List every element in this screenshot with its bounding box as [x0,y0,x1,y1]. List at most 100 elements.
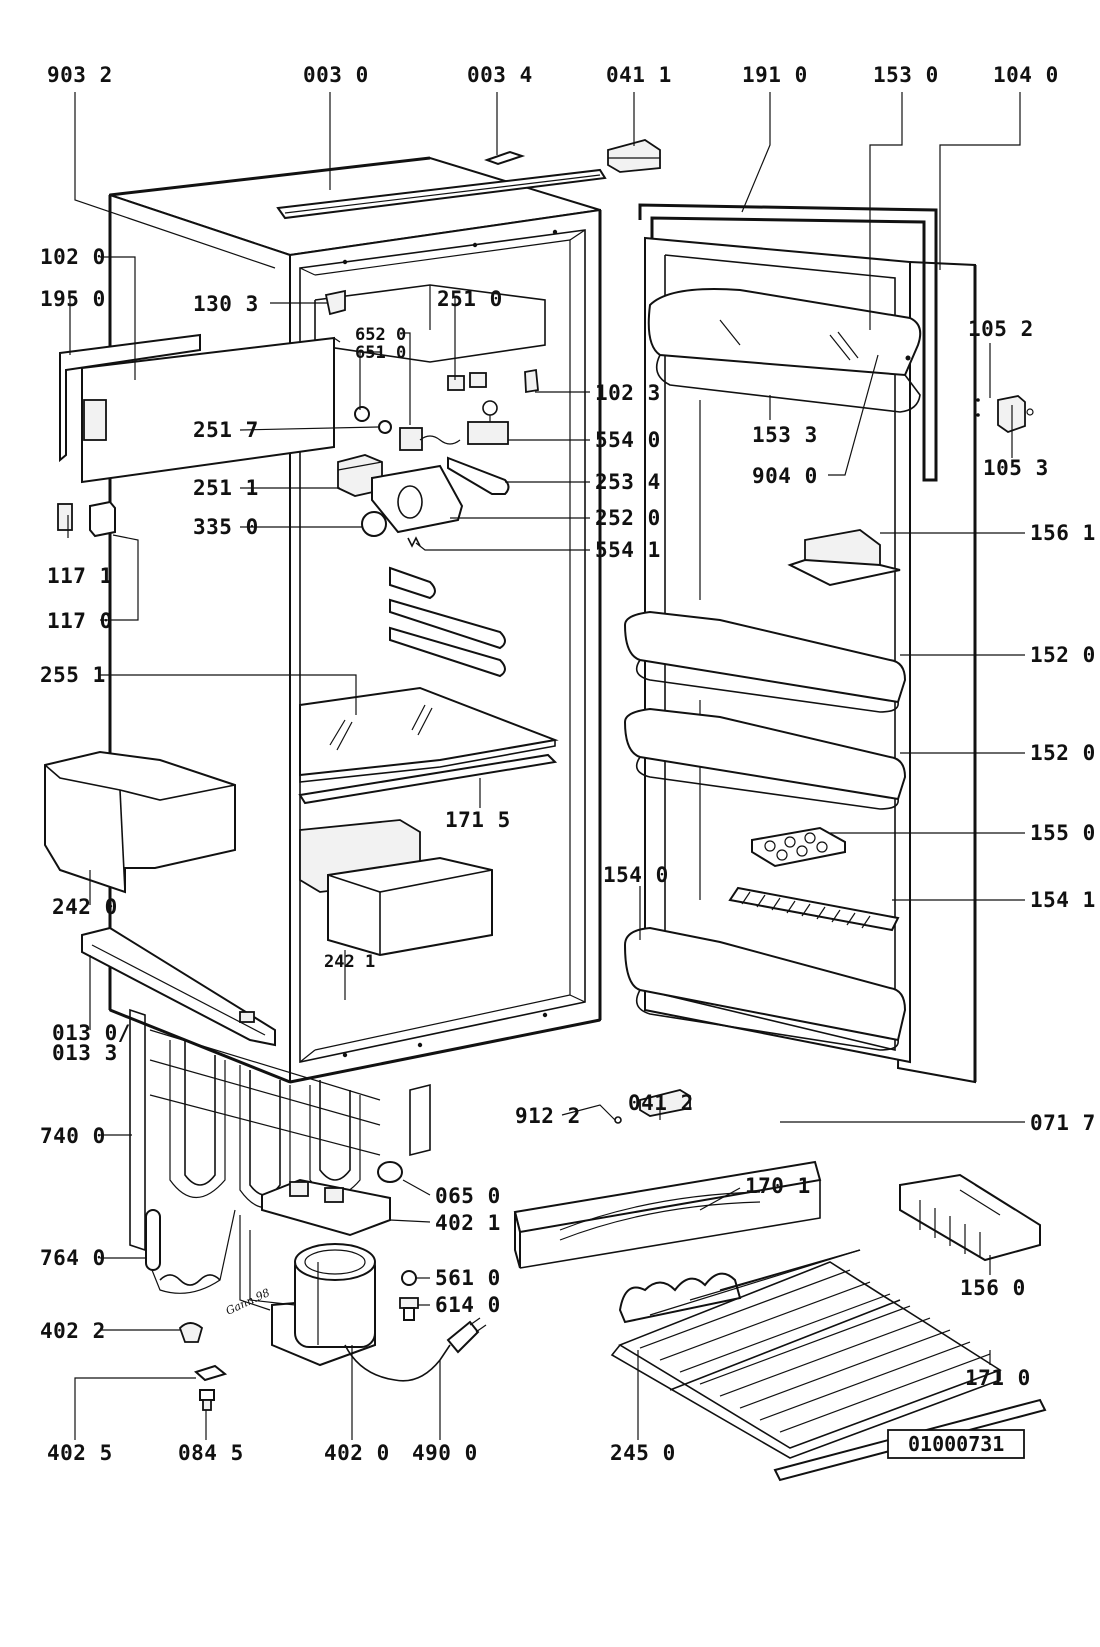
label-242-1: 242 1 [324,952,375,972]
bottle-holder-insert [618,1272,742,1324]
hinge-cover [89,500,116,538]
label-152-0-upper: 152 0 [1030,643,1096,667]
label-013-3: 013 3 [52,1041,118,1065]
clip-plate [194,1364,228,1382]
clip [407,536,421,548]
label-255-1: 255 1 [40,663,106,687]
power-cord-plug [344,1317,487,1382]
bottle-retainer-rack [728,886,900,932]
document-number: 01000731 [908,1432,1004,1456]
compressor-mount-bracket [261,1178,391,1237]
door-bottle-shelf [623,926,907,1051]
label-071-7: 071 7 [1030,1111,1096,1135]
label-652-0: 652 0 [355,325,406,345]
switch-block [447,375,465,391]
butter-dish [787,529,901,587]
lower-hinge [639,1089,691,1117]
label-152-0-lower: 152 0 [1030,741,1096,765]
switch-block-2 [469,372,487,388]
label-013-0: 013 0/ [52,1021,131,1045]
label-171-5: 171 5 [445,808,511,832]
label-554-0: 554 0 [595,428,661,452]
label-102-0: 102 0 [40,245,106,269]
rubber-grommet [178,1322,204,1343]
label-402-0: 402 0 [324,1441,390,1465]
label-170-1: 170 1 [745,1174,811,1198]
compressor [239,1215,376,1367]
shelf-runners [389,566,506,678]
drier-filter-and-capillary [145,1209,236,1294]
label-740-0: 740 0 [40,1124,106,1148]
control-knob [361,511,387,537]
crisper-drawer-outer [44,750,236,894]
label-251-0: 251 0 [437,287,503,311]
door-outer-panel [896,260,977,1084]
ring [378,420,392,434]
label-tab [324,289,346,316]
label-335-0: 335 0 [193,515,259,539]
label-554-1: 554 1 [595,538,661,562]
control-housing [371,464,464,534]
base-grille-cover [513,1160,822,1269]
label-105-3: 105 3 [983,456,1049,480]
label-153-0: 153 0 [873,63,939,87]
label-105-2: 105 2 [968,317,1034,341]
label-651-0: 651 0 [355,343,406,363]
label-195-0: 195 0 [40,287,106,311]
top-hinge [607,139,661,173]
condenser-coil [129,1008,431,1252]
foot-stud [199,1389,215,1411]
label-614-0: 614 0 [435,1293,501,1317]
wire-shelf [610,1249,1002,1459]
label-252-0: 252 0 [595,506,661,530]
label-041-1: 041 1 [606,63,672,87]
shelf-front-trim [298,753,558,805]
label-104-0: 104 0 [993,63,1059,87]
label-402-2: 402 2 [40,1319,106,1343]
label-402-5: 402 5 [47,1441,113,1465]
label-102-3: 102 3 [595,381,661,405]
label-253-4: 253 4 [595,470,661,494]
ice-cube-tray [899,1173,1041,1262]
label-251-1: 251 1 [193,476,259,500]
label-154-1: 154 1 [1030,888,1096,912]
dairy-compartment [647,288,922,413]
label-242-0: 242 0 [52,895,118,919]
label-402-1: 402 1 [435,1211,501,1235]
part-number-labels: 903 2 003 0 003 4 041 1 191 0 153 0 104 … [40,63,1096,1465]
leader-lines [67,92,1025,1440]
part-clip [484,150,526,166]
label-251-7: 251 7 [193,418,259,442]
door-shelf-upper [623,610,907,713]
label-191-0: 191 0 [742,63,808,87]
label-245-0: 245 0 [610,1441,676,1465]
label-153-3: 153 3 [752,423,818,447]
label-065-0: 065 0 [435,1184,501,1208]
bulb [354,406,370,422]
document-number-box: 01000731 [887,1429,1025,1459]
label-155-0: 155 0 [1030,821,1096,845]
label-171-0: 171 0 [965,1366,1031,1390]
screw [614,1116,622,1124]
egg-tray [751,826,846,868]
light-cover-rod [447,456,510,495]
label-117-0: 117 0 [47,609,113,633]
label-561-0: 561 0 [435,1266,501,1290]
label-904-0: 904 0 [752,464,818,488]
door-shelf-middle [623,707,907,810]
side-hinge [976,395,1034,434]
thermostat [399,400,509,451]
top-trim-strip [276,168,607,220]
label-041-2: 041 2 [628,1091,694,1115]
relay-knob [401,1270,417,1286]
label-156-0: 156 0 [960,1276,1026,1300]
label-912-2: 912 2 [515,1104,581,1128]
small-cylinder [377,1161,403,1183]
door-gasket [638,203,938,482]
bottom-front-trim [81,926,276,1047]
label-764-0: 764 0 [40,1246,106,1270]
relay-plug [399,1297,419,1321]
small-bracket [524,368,539,394]
